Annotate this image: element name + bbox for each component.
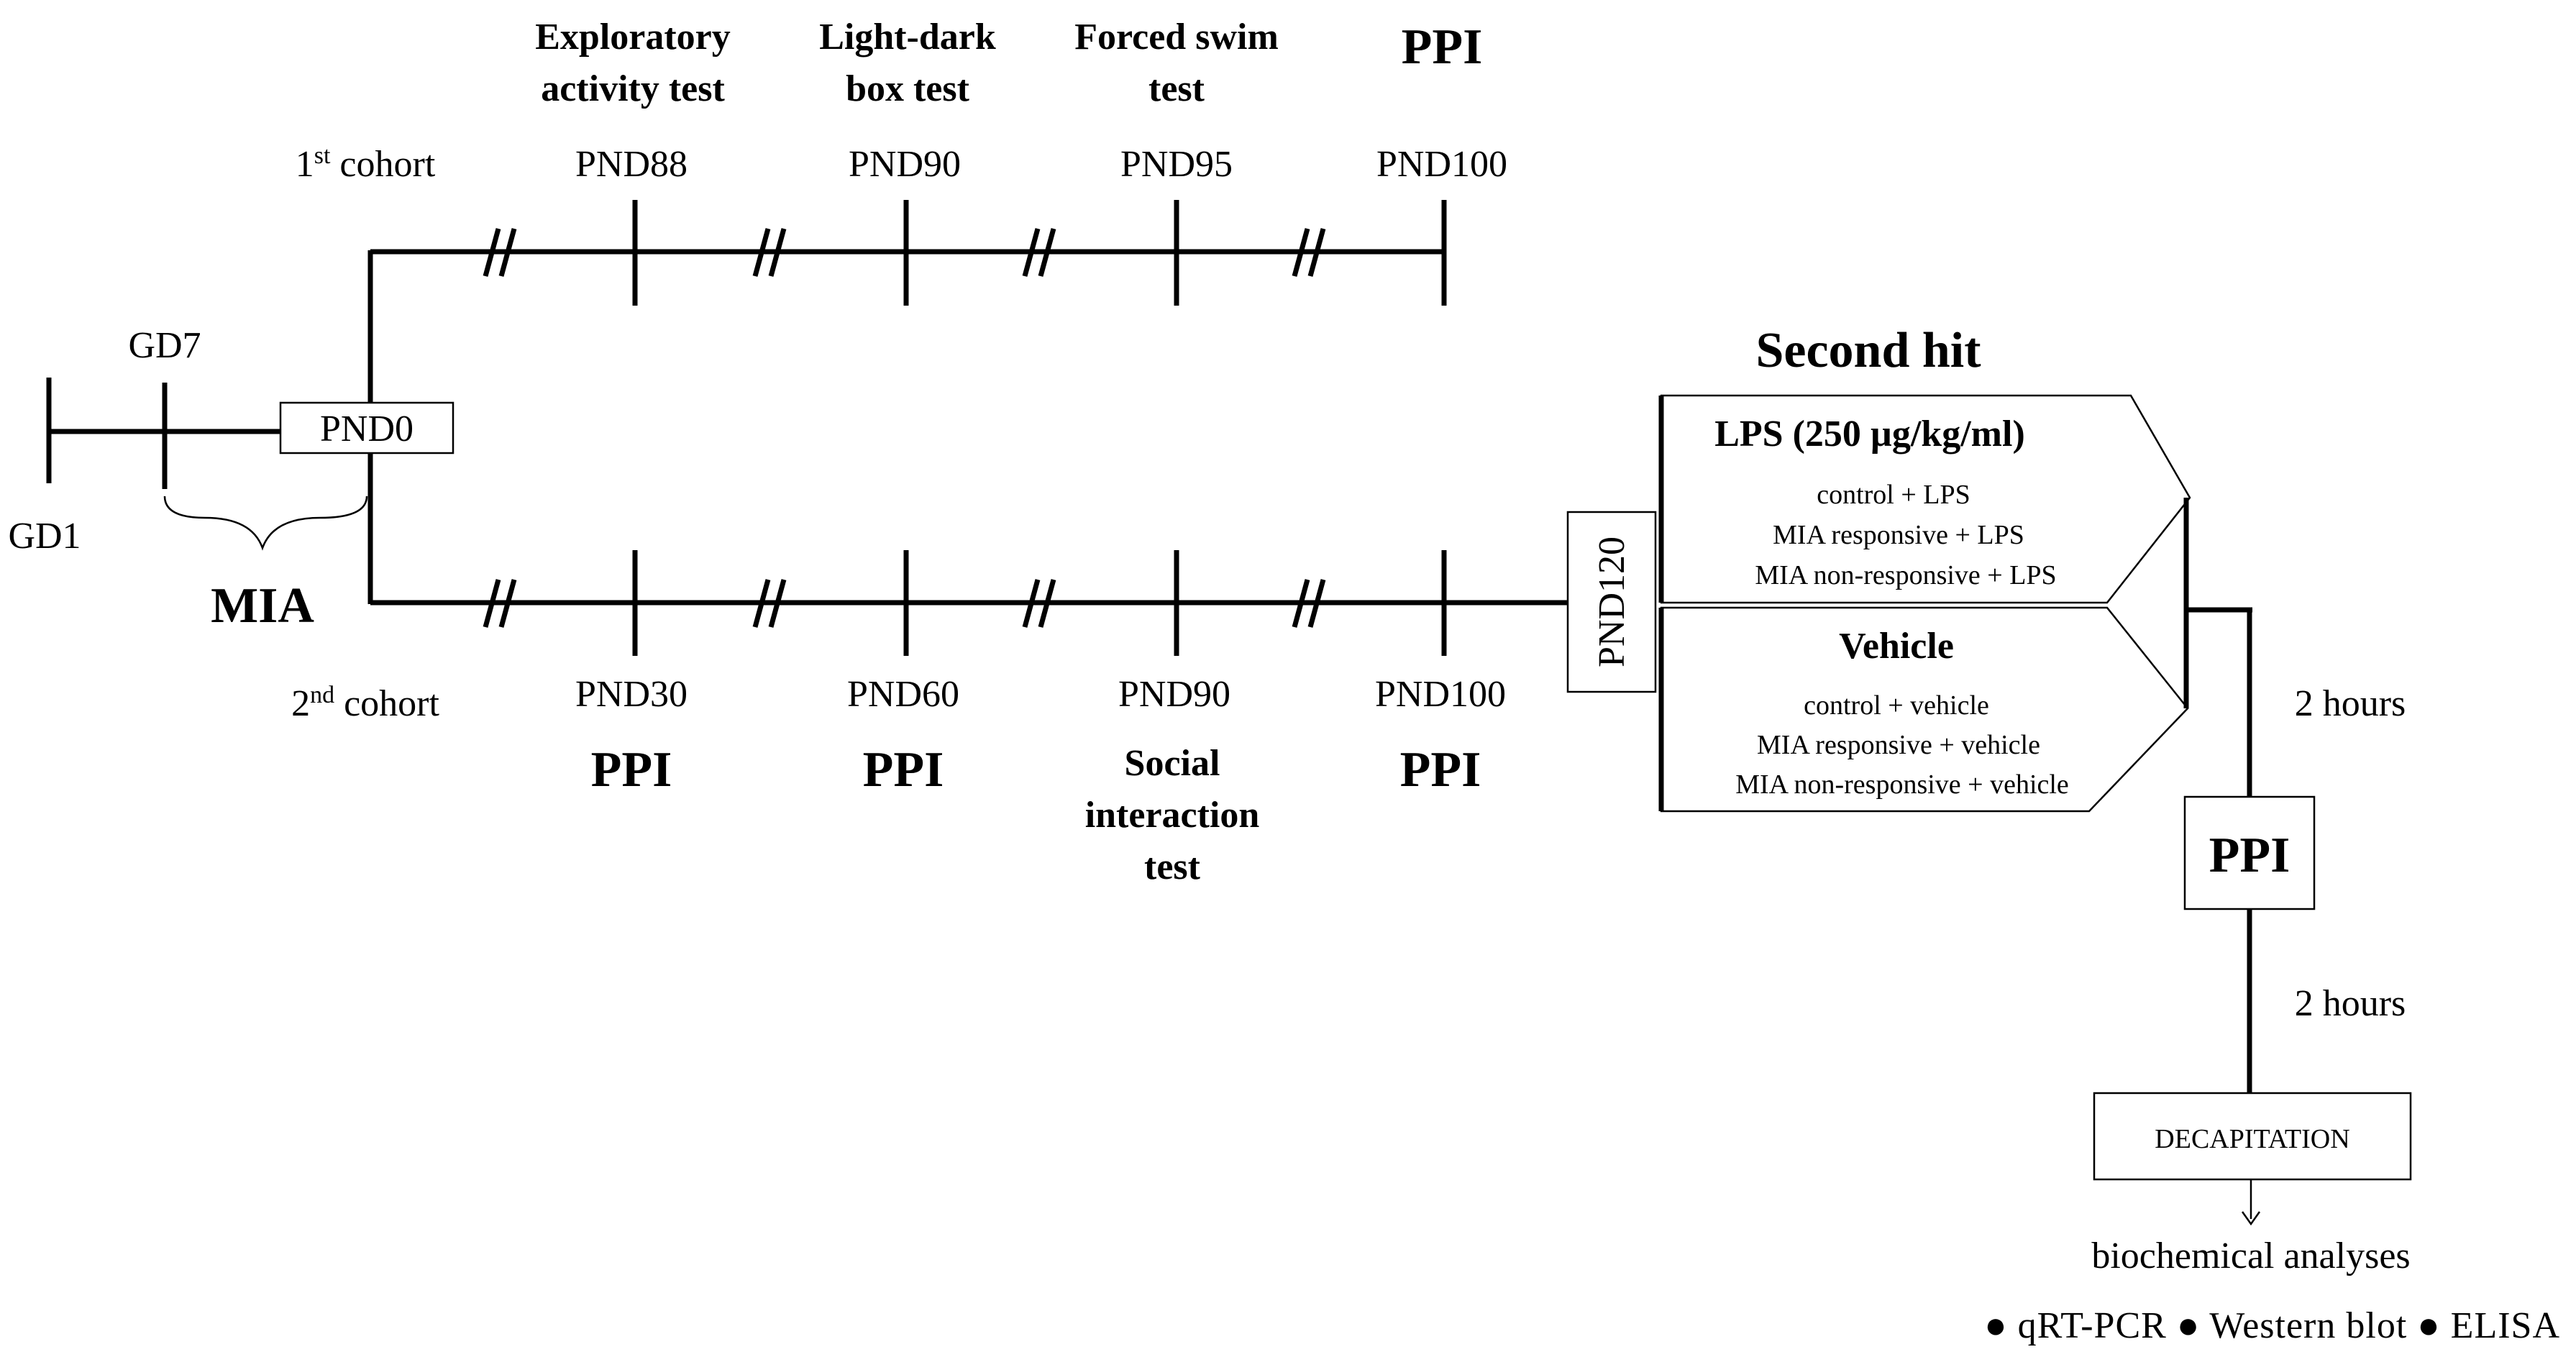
- methods-list: ● qRT-PCR ● Western blot ● ELISA: [1984, 1305, 2560, 1346]
- cohort1-timepoint: PND88 Exploratory activity test: [535, 17, 731, 306]
- cohort2-timepoint: PND90 Social interaction test: [1085, 550, 1260, 887]
- arrow-down-icon: [2241, 1211, 2261, 1226]
- ppi-box: PPI: [2183, 795, 2316, 910]
- pnd120-label: PND120: [1591, 536, 1632, 667]
- gd7-label: GD7: [128, 325, 201, 366]
- cohort1-label: 1st cohort: [296, 142, 436, 185]
- post-treatment: 2 hours PPI 2 hours DECAPITATION biochem…: [1984, 607, 2560, 1346]
- cohort2-timepoint: PND60 PPI: [847, 550, 959, 798]
- cohort1-breaks: [483, 228, 1326, 277]
- lps-group: MIA non-responsive + LPS: [1755, 560, 2056, 590]
- mia-brace: [163, 495, 368, 551]
- pnd120-box: PND120: [1566, 511, 1657, 693]
- cohort2-timeline: 2nd cohort PND30 PPI PND60 PPI PND90 Soc…: [291, 511, 1657, 887]
- test-label: test: [1144, 846, 1201, 887]
- cohort2-timepoint: PND100 PPI: [1375, 550, 1506, 798]
- test-label: PPI: [863, 742, 944, 798]
- test-label: box test: [846, 68, 970, 109]
- pnd-label: PND60: [847, 674, 959, 715]
- test-label: PPI: [591, 742, 672, 798]
- pnd-label: PND100: [1375, 674, 1506, 715]
- vehicle-title: Vehicle: [1839, 626, 1954, 667]
- cohort2-timepoint: PND30 PPI: [575, 550, 688, 798]
- test-label: Social: [1125, 743, 1220, 784]
- second-hit: Second hit LPS (250 µg/kg/ml) control + …: [1658, 323, 2191, 813]
- test-label: interaction: [1085, 795, 1260, 836]
- cohort2-breaks: [483, 579, 1326, 628]
- cohort2-label: 2nd cohort: [291, 682, 439, 724]
- lps-box: LPS (250 µg/kg/ml) control + LPS MIA res…: [1658, 394, 2191, 604]
- vehicle-box: Vehicle control + vehicle MIA responsive…: [1658, 606, 2189, 813]
- gd1-label: GD1: [8, 516, 81, 557]
- cohort1-timepoint: PND90 Light-dark box test: [819, 17, 996, 306]
- test-label: Forced swim: [1074, 17, 1279, 58]
- test-label: test: [1148, 68, 1205, 109]
- test-label: Exploratory: [535, 17, 731, 58]
- vehicle-group: MIA non-responsive + vehicle: [1735, 769, 2069, 800]
- test-label: Light-dark: [819, 17, 996, 58]
- pnd-label: PND90: [849, 144, 961, 185]
- decapitation-box: DECAPITATION: [2093, 1092, 2412, 1181]
- pnd-label: PND100: [1376, 144, 1507, 185]
- pnd-label: PND95: [1120, 144, 1233, 185]
- gestation-timeline: GD7 GD1 MIA: [8, 325, 368, 634]
- pnd0-box: PND0: [279, 401, 455, 455]
- pnd-label: PND90: [1118, 674, 1230, 715]
- interval-label: 2 hours: [2295, 983, 2406, 1024]
- cohort1-timepoint: PND100 PPI: [1376, 19, 1507, 306]
- lps-group: control + LPS: [1817, 480, 1970, 510]
- vehicle-group: MIA responsive + vehicle: [1757, 730, 2040, 760]
- vehicle-group: control + vehicle: [1804, 690, 1989, 721]
- pnd-label: PND88: [575, 144, 688, 185]
- second-hit-title: Second hit: [1755, 323, 1981, 378]
- cohort1-timeline: 1st cohort PND88 Exploratory activity te…: [296, 17, 1507, 306]
- test-label: activity test: [541, 68, 725, 109]
- pnd0-label: PND0: [320, 408, 414, 449]
- mia-label: MIA: [211, 578, 314, 634]
- test-label: PPI: [1402, 19, 1483, 75]
- pnd-label: PND30: [575, 674, 688, 715]
- lps-group: MIA responsive + LPS: [1773, 520, 2024, 550]
- lps-title: LPS (250 µg/kg/ml): [1714, 414, 2025, 455]
- decapitation-label: DECAPITATION: [2155, 1124, 2349, 1154]
- cohort1-timepoint: PND95 Forced swim test: [1074, 17, 1279, 306]
- interval-label: 2 hours: [2295, 683, 2406, 724]
- analyses-label: biochemical analyses: [2091, 1235, 2410, 1276]
- test-label: PPI: [1400, 742, 1481, 798]
- ppi-label: PPI: [2209, 828, 2290, 883]
